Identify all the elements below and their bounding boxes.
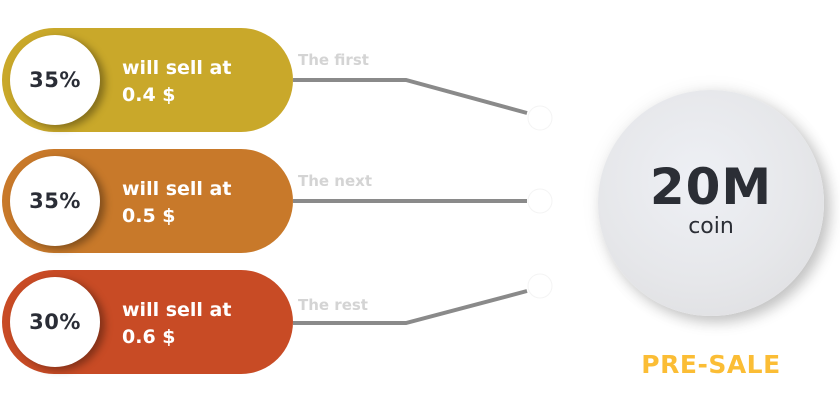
price-text: will sell at 0.5 $ — [122, 176, 231, 230]
price-text: will sell at 0.4 $ — [122, 55, 231, 109]
price-value: 0.4 $ — [122, 84, 176, 106]
percent-value: 35% — [29, 68, 81, 92]
price-value: 0.5 $ — [122, 205, 176, 227]
connector-label-first: The first — [298, 51, 369, 69]
percent-value: 35% — [29, 189, 81, 213]
connector-dot-rest — [527, 273, 553, 299]
presale-title: PRE-SALE — [641, 350, 781, 379]
percent-badge: 35% — [10, 156, 100, 246]
price-caption: will sell at — [122, 57, 232, 79]
coin-badge: 20M coin — [598, 90, 824, 316]
price-text: will sell at 0.6 $ — [122, 297, 231, 351]
connector-line-first — [293, 78, 528, 115]
connector-line-rest — [293, 289, 528, 325]
percent-value: 30% — [29, 310, 81, 334]
tier-pill-next: 35% will sell at 0.5 $ — [2, 149, 293, 253]
tier-pill-first: 35% will sell at 0.4 $ — [2, 28, 293, 132]
price-caption: will sell at — [122, 178, 232, 200]
connector-dot-next — [527, 188, 553, 214]
connector-label-next: The next — [298, 172, 373, 190]
tier-pill-rest: 30% will sell at 0.6 $ — [2, 270, 293, 374]
connector-dot-first — [527, 105, 553, 131]
connector-label-rest: The rest — [298, 296, 368, 314]
price-caption: will sell at — [122, 299, 232, 321]
coin-amount: 20M — [649, 157, 773, 216]
price-value: 0.6 $ — [122, 326, 176, 348]
percent-badge: 35% — [10, 35, 100, 125]
percent-badge: 30% — [10, 277, 100, 367]
coin-unit: coin — [688, 213, 734, 239]
